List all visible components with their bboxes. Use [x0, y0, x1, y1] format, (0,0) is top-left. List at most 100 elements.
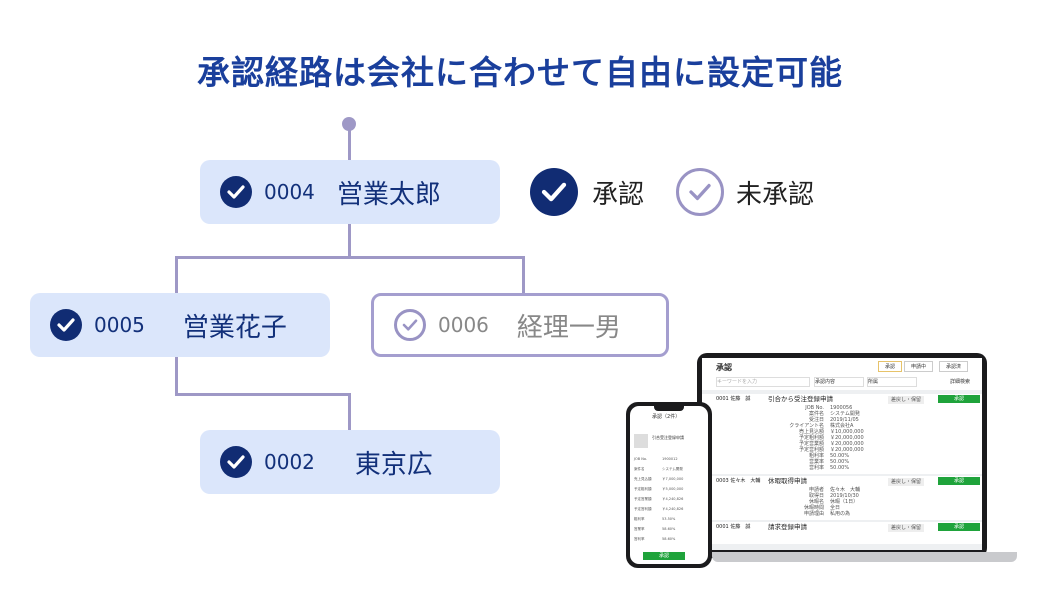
field-value: 2019/11/05 — [830, 417, 859, 423]
search-input[interactable]: キーワードを入力 — [716, 377, 810, 387]
card-title: 請求登録申請 — [768, 523, 807, 531]
field-value: システム開発 — [830, 411, 860, 417]
field-value: 50.00% — [830, 459, 850, 465]
reject-button[interactable]: 差戻し・保留 — [888, 478, 925, 486]
tab-bar: 承認 申請中 承認済 — [878, 361, 969, 372]
tab-approve[interactable]: 承認 — [878, 361, 903, 372]
phone-notch — [654, 406, 684, 411]
field-label: 予定粗利額 — [634, 487, 652, 491]
phone-card-title: 引合受注登録申請 — [652, 435, 684, 440]
field-label: 予定営業額 — [798, 441, 824, 447]
field-value: ￥7,000,000 — [662, 477, 684, 481]
approval-card: 0003 佐々木 大輔 休暇取得申請 差戻し・保留 承認申請者佐々木 大輔取得日… — [702, 476, 982, 520]
approve-button[interactable]: 承認 — [938, 477, 980, 485]
connector — [175, 256, 178, 294]
field-value: 休暇（1日） — [830, 499, 859, 505]
tab-applying[interactable]: 申請中 — [904, 361, 934, 372]
avatar — [634, 434, 648, 448]
headline: 承認経路は会社に合わせて自由に設定可能 — [197, 53, 843, 92]
field-value: 58.60% — [662, 537, 676, 541]
check-outline-icon — [676, 168, 724, 216]
node-name: 経理一男 — [516, 312, 621, 343]
field-value: 50.00% — [830, 465, 850, 471]
approver-node-0004: 0004 営業太郎 — [200, 160, 500, 224]
node-code: 0004 — [264, 180, 315, 204]
reject-button[interactable]: 差戻し・保留 — [888, 524, 925, 532]
field-label: 休暇時間 — [803, 505, 824, 511]
connector — [175, 393, 351, 396]
field-value: ￥20,000,000 — [830, 435, 864, 441]
screen-title: 承認 — [716, 363, 732, 372]
field-value: 58.60% — [662, 527, 676, 531]
field-value: 全日 — [830, 505, 841, 511]
field-value: 株式会社A — [830, 423, 854, 429]
field-value: 1900012 — [662, 457, 678, 461]
approve-button[interactable]: 承認 — [938, 523, 980, 531]
field-label: 営業率 — [634, 527, 645, 531]
approve-button[interactable]: 承認 — [938, 395, 980, 403]
field-value: 53.50% — [662, 517, 676, 521]
field-label: 案件名 — [808, 411, 824, 417]
field-label: 予定営利額 — [798, 447, 824, 453]
node-code: 0006 — [438, 313, 489, 337]
field-label: 営業率 — [808, 459, 824, 465]
field-label: 売上見込額 — [634, 477, 652, 481]
connector — [522, 256, 525, 294]
field-label: JOB No. — [634, 457, 648, 461]
field-value: 2019/10/30 — [830, 493, 859, 499]
tab-approved[interactable]: 承認済 — [939, 361, 969, 372]
reject-button[interactable]: 差戻し・保留 — [888, 396, 925, 404]
legend-approved: 承認 — [530, 168, 644, 216]
connector — [348, 224, 351, 258]
approver-node-0005: 0005 営業花子 — [30, 293, 330, 357]
field-label: 予定営利額 — [634, 507, 652, 511]
field-value: ￥4,240,826 — [662, 497, 684, 501]
field-label: 営利率 — [634, 537, 645, 541]
connector — [348, 393, 351, 431]
field-label: 申請理由 — [803, 511, 824, 517]
card-title: 休暇取得申請 — [768, 477, 807, 485]
field-label: 案件名 — [634, 467, 645, 471]
approver-node-0002: 0002 東京広 — [200, 430, 500, 494]
legend-label: 未承認 — [736, 179, 815, 210]
field-label: 粗利率 — [634, 517, 645, 521]
card-title: 引合から受注登録申請 — [768, 395, 833, 403]
field-value: ￥4,240,826 — [662, 507, 684, 511]
field-label: 粗利率 — [808, 453, 824, 459]
field-label: 予定営業額 — [634, 497, 652, 501]
field-value: 1900056 — [830, 405, 853, 411]
field-label: JOB No. — [805, 405, 824, 411]
filter-select[interactable]: 承認内容 — [814, 377, 864, 387]
field-label: 受注日 — [808, 417, 824, 423]
advanced-search-link[interactable]: 詳細検索 — [950, 379, 971, 385]
field-value: 50.00% — [830, 453, 850, 459]
phone-approve-button[interactable]: 承認 — [643, 552, 685, 560]
node-name: 東京広 — [354, 449, 433, 480]
check-icon — [530, 168, 578, 216]
check-outline-icon — [394, 309, 426, 341]
node-code: 0002 — [264, 450, 315, 474]
applicant-name: 0001 佐藤 誠 — [716, 524, 751, 530]
field-value: ￥10,000,000 — [830, 429, 864, 435]
field-label: 申請者 — [808, 487, 824, 493]
field-value: システム開発 — [662, 467, 683, 471]
check-icon — [50, 309, 82, 341]
node-code: 0005 — [94, 313, 145, 337]
connector — [348, 125, 351, 161]
field-value: ￥20,000,000 — [830, 447, 864, 453]
root-dot — [342, 117, 356, 131]
field-label: 営利率 — [808, 465, 824, 471]
field-label: 取得日 — [808, 493, 824, 499]
approval-card: 0001 佐藤 誠 請求登録申請 差戻し・保留 承認 — [702, 522, 982, 544]
field-value: 佐々木 大輔 — [830, 487, 861, 493]
approver-node-0006: 0006 経理一男 — [371, 293, 669, 357]
connector — [175, 256, 525, 259]
field-label: クライアント名 — [789, 423, 824, 429]
node-name: 営業太郎 — [336, 179, 441, 210]
filter-select[interactable]: 所属 — [867, 377, 917, 387]
connector — [175, 356, 178, 396]
field-value: ￥5,000,000 — [662, 487, 684, 491]
